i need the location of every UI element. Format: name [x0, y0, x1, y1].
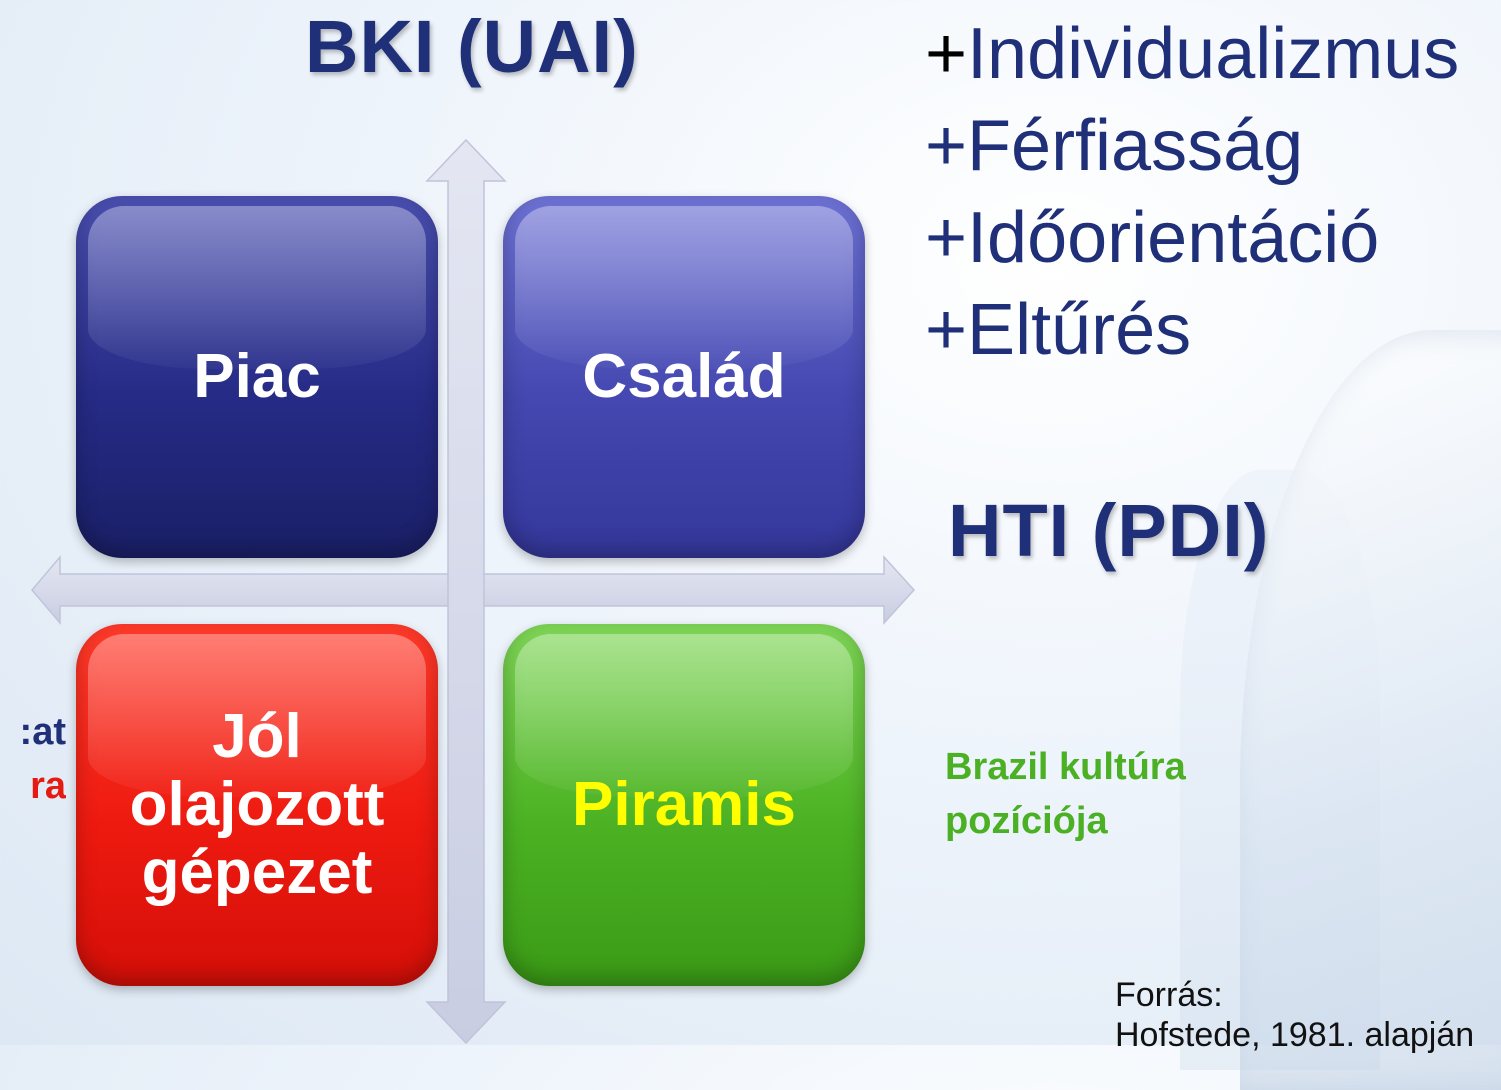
- quadrant-csalad: Család: [503, 196, 865, 558]
- quadrant-piac: Piac: [76, 196, 438, 558]
- quadrant-jol-olajozott-gepezet: Jól olajozott gépezet: [76, 624, 438, 986]
- plus-sign: +: [925, 198, 968, 278]
- vertical-axis-title: BKI (UAI): [305, 5, 639, 88]
- note-line: pozíciója: [945, 800, 1108, 842]
- plus-sign: +: [925, 106, 968, 186]
- plus-sign: +: [925, 290, 968, 370]
- dimension-label: Individualizmus: [967, 14, 1460, 94]
- horizontal-axis-title: HTI (PDI): [948, 489, 1270, 572]
- quadrant-label: Piramis: [571, 769, 797, 839]
- plus-sign: +: [925, 14, 968, 94]
- source-text: Hofstede, 1981. alapján: [1115, 1016, 1475, 1054]
- dimension-item: +Férfiasság: [925, 100, 1459, 192]
- dimension-label: Férfiasság: [967, 106, 1304, 186]
- quadrant-label: Jól olajozott gépezet: [129, 701, 385, 908]
- quadrant-label-line: gépezet: [141, 838, 373, 908]
- dimension-item: +Individualizmus: [925, 8, 1459, 100]
- quadrant-label: Család: [582, 341, 786, 411]
- left-cropped-note: at: ra: [0, 705, 66, 813]
- note-line: at:: [19, 711, 66, 753]
- source-citation: Forrás: Hofstede, 1981. alapján: [1115, 975, 1474, 1055]
- axes: [31, 138, 916, 1045]
- note-line: Brazil kultúra: [945, 746, 1186, 788]
- dimension-list: +Individualizmus +Férfiasság +Időorientá…: [925, 8, 1459, 376]
- dimension-item: +Időorientáció: [925, 192, 1459, 284]
- note-line: ra: [30, 765, 66, 807]
- dimension-label: Időorientáció: [967, 198, 1380, 278]
- dimension-label: Eltűrés: [967, 290, 1192, 370]
- vertical-axis-arrow: [425, 138, 507, 1045]
- quadrant-label: Piac: [193, 341, 321, 411]
- source-label: Forrás:: [1115, 976, 1223, 1014]
- brazil-position-note: Brazil kultúra pozíciója: [945, 740, 1186, 848]
- dimension-item: +Eltűrés: [925, 284, 1459, 376]
- quadrant-label-line: olajozott: [129, 769, 385, 839]
- quadrant-label-line: Jól: [212, 701, 302, 771]
- quadrant-piramis: Piramis: [503, 624, 865, 986]
